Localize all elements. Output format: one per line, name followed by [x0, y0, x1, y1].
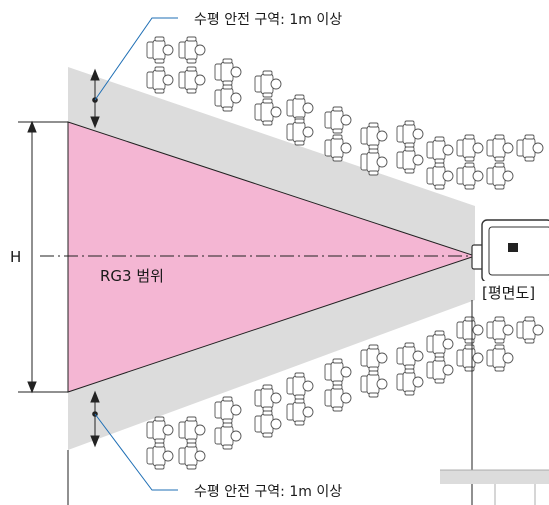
- leader-line-top: [94, 17, 178, 101]
- plan-view-label: [평면도]: [482, 284, 535, 302]
- rg3-range-label: RG3 범위: [100, 267, 164, 285]
- projector-icon: [471, 219, 549, 283]
- height-label: H: [10, 248, 21, 266]
- safety-arrow-top: [90, 68, 100, 129]
- height-dimension: [18, 120, 68, 394]
- rg3-zone: [67, 121, 477, 393]
- safety-zone-label-top: 수평 안전 구역: 1m 이상: [194, 12, 342, 28]
- table-fragment: [440, 469, 549, 505]
- leader-line-bottom: [94, 413, 178, 491]
- safety-zone-label-bottom: 수평 안전 구역: 1m 이상: [194, 484, 342, 500]
